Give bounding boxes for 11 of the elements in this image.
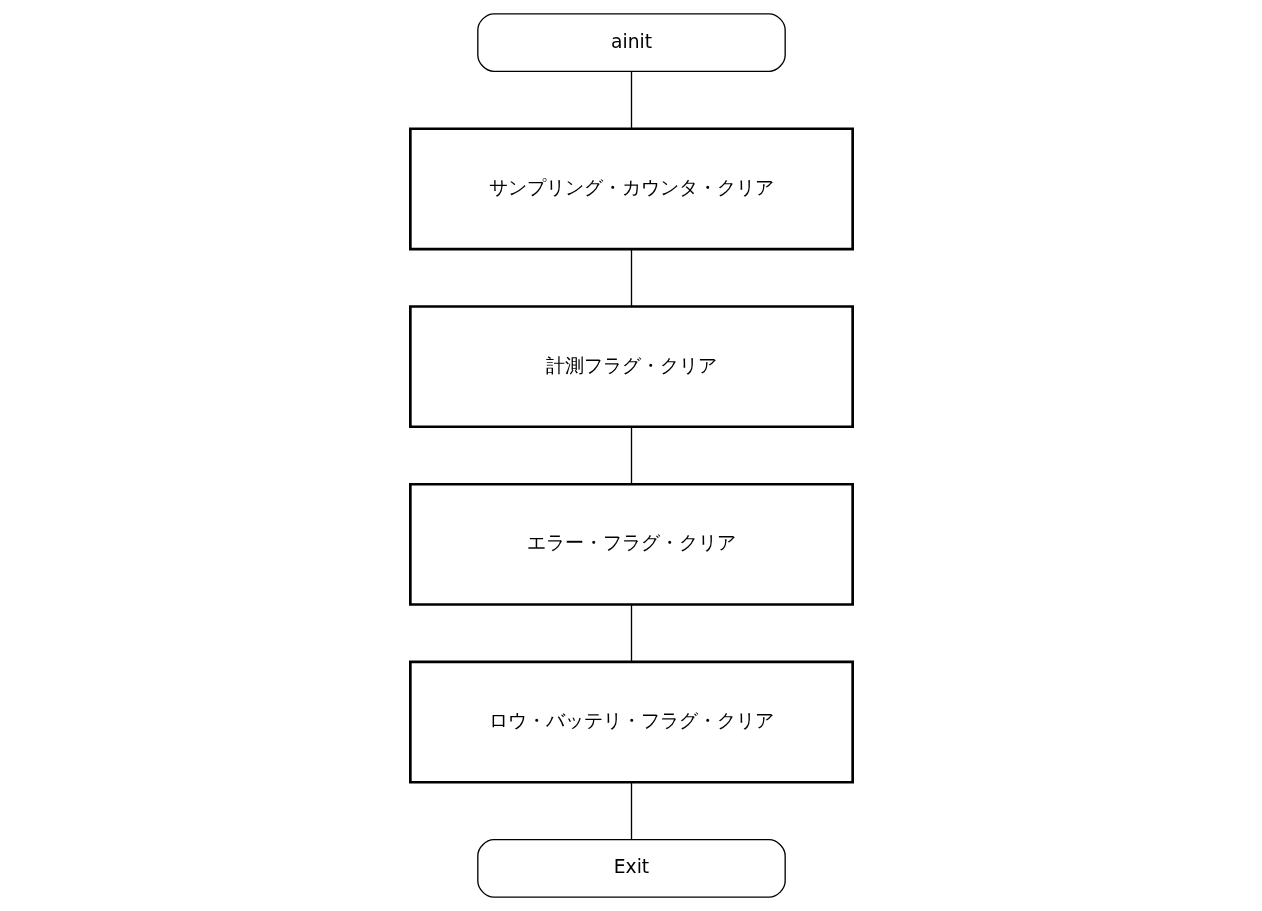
connector xyxy=(630,604,632,663)
connector xyxy=(630,426,632,485)
connector xyxy=(630,781,632,841)
node-box: 計測フラグ・クリア xyxy=(408,305,854,429)
connector xyxy=(630,248,632,307)
node-box: サンプリング・カウンタ・クリア xyxy=(408,127,854,251)
node-box: ainit xyxy=(476,13,786,72)
node-box: Exit xyxy=(476,839,786,898)
node-box: エラー・フラグ・クリア xyxy=(408,482,854,606)
node-box: ロウ・バッテリ・フラグ・クリア xyxy=(408,660,854,784)
connector xyxy=(630,70,632,130)
